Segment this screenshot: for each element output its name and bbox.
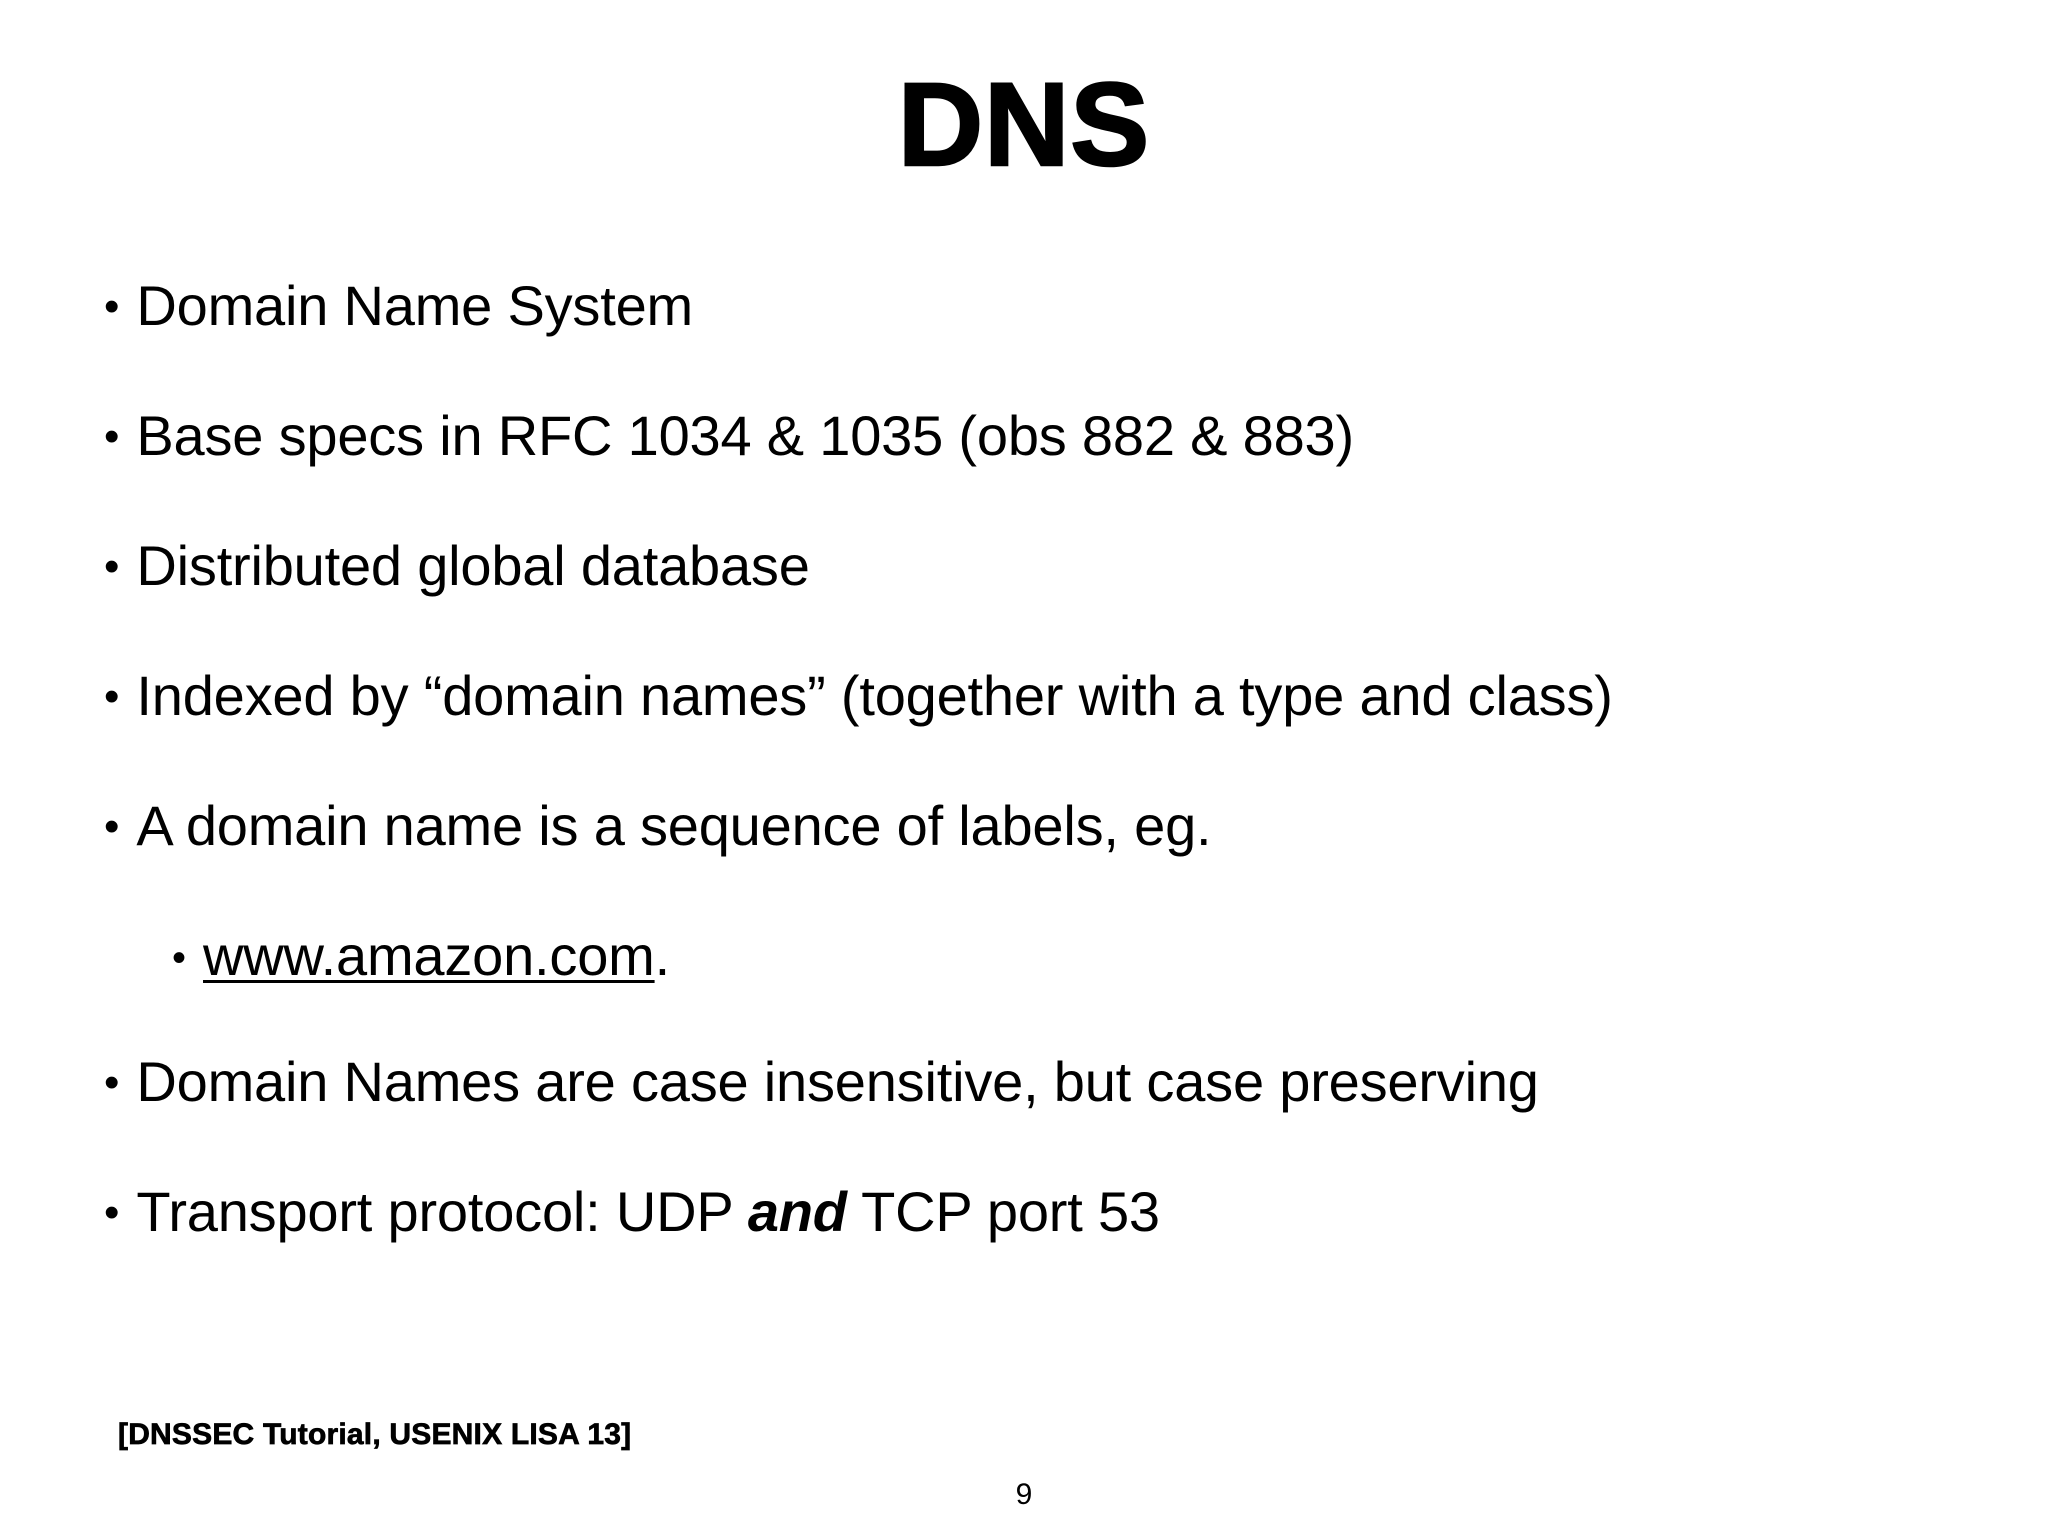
bullet-dot-icon: • <box>104 282 120 331</box>
list-item-label: Domain Name System <box>136 274 693 337</box>
bullet-dot-icon: • <box>104 802 120 851</box>
list-item-sub: • www.amazon.com. <box>172 928 1984 984</box>
list-item-label: A domain name is a sequence of labels, e… <box>136 794 1212 857</box>
page-number: 9 <box>1015 1478 1033 1511</box>
bullet-dot-icon: • <box>104 542 120 591</box>
list-item: • Distributed global database <box>104 538 1984 594</box>
list-item-label: www.amazon.com. <box>203 928 670 984</box>
list-item-label: Indexed by “domain names” (together with… <box>136 664 1613 727</box>
bullet-list: • Domain Name System • Base specs in RFC… <box>104 278 1984 1314</box>
bullet-dot-icon: • <box>104 1188 120 1237</box>
page-title: DNS <box>897 59 1151 191</box>
list-item: • Indexed by “domain names” (together wi… <box>104 668 1984 724</box>
list-item: • Base specs in RFC 1034 & 1035 (obs 882… <box>104 408 1984 464</box>
list-item-label: Base specs in RFC 1034 & 1035 (obs 882 &… <box>136 404 1354 467</box>
transport-suffix: TCP port 53 <box>846 1180 1160 1243</box>
bullet-dot-icon: • <box>104 412 120 461</box>
list-item: • A domain name is a sequence of labels,… <box>104 798 1984 854</box>
bullet-dot-icon: • <box>104 1058 120 1107</box>
list-item-label: Distributed global database <box>136 534 810 597</box>
bullet-dot-icon: • <box>172 936 187 980</box>
list-item: • Transport protocol: UDP and TCP port 5… <box>104 1184 1984 1240</box>
list-item-label: Transport protocol: UDP and TCP port 53 <box>136 1184 1160 1240</box>
bullet-dot-icon: • <box>104 672 120 721</box>
source-footnote: [DNSSEC Tutorial, USENIX LISA 13] <box>118 1418 632 1452</box>
domain-trailing-period: . <box>654 924 671 987</box>
list-item: • Domain Names are case insensitive, but… <box>104 1054 1984 1110</box>
list-item-label: Domain Names are case insensitive, but c… <box>136 1050 1539 1113</box>
transport-emphasis: and <box>747 1180 847 1243</box>
domain-link[interactable]: www.amazon.com <box>203 924 655 987</box>
list-item: • Domain Name System <box>104 278 1984 334</box>
transport-prefix: Transport protocol: UDP <box>136 1180 748 1243</box>
